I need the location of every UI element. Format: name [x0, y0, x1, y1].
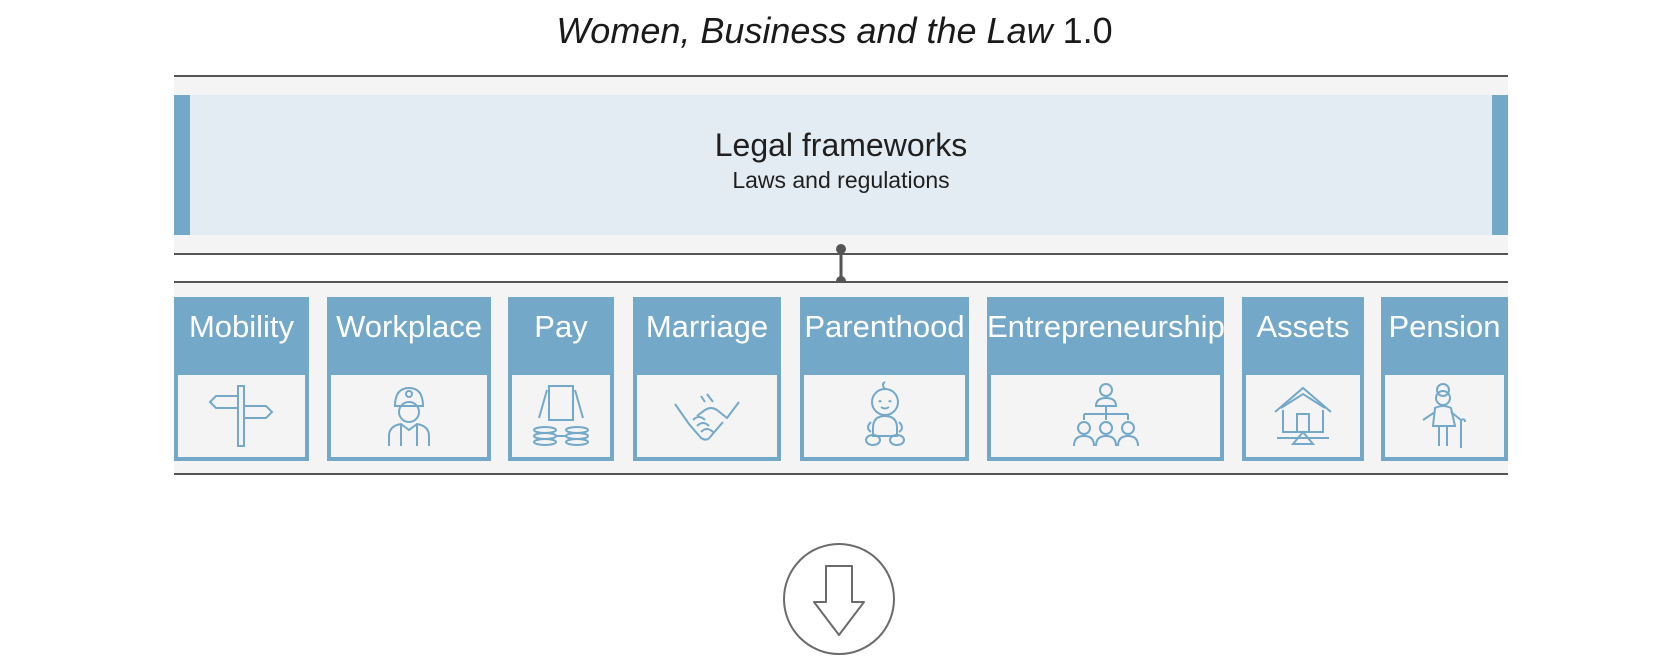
pillar-entrepreneurship: Entrepreneurship: [987, 297, 1225, 461]
legal-subtitle: Laws and regulations: [732, 167, 950, 193]
legal-frameworks-box: Legal frameworks Laws and regulations: [174, 95, 1508, 235]
pillar-assets: Assets: [1242, 297, 1364, 461]
money-icon: [533, 385, 589, 446]
pillar-workplace: Workplace: [327, 297, 491, 461]
pillar-label: Marriage: [645, 309, 769, 344]
legal-right-bar: [1492, 95, 1508, 235]
handshake-icon: [674, 393, 740, 441]
down-arrow-icon: [783, 543, 895, 655]
pillar-icon-box: [512, 375, 610, 457]
pillar-label: Mobility: [188, 309, 295, 344]
legal-left-bar: [174, 95, 190, 235]
pillar-marriage: Marriage: [633, 297, 781, 461]
elderly-woman-icon: [1421, 383, 1466, 448]
pillar-label: Entrepreneurship: [987, 309, 1225, 344]
pillar-pay: Pay: [508, 297, 614, 461]
pillar-icon-box: [804, 375, 965, 457]
org-chart-icon: [1072, 383, 1139, 447]
pillar-mobility: Mobility: [174, 297, 309, 461]
pillar-label: Assets: [1256, 309, 1350, 344]
house-icon: [1274, 386, 1332, 445]
pillar-icon-box: [178, 375, 305, 457]
pillar-parenthood: Parenthood: [800, 297, 969, 461]
legal-title: Legal frameworks: [714, 127, 968, 163]
baby-icon: [864, 381, 905, 446]
connector: [836, 244, 846, 286]
pillar-label: Parenthood: [804, 309, 965, 344]
signpost-icon: [208, 385, 273, 447]
title-italic: Women, Business and the Law: [556, 10, 1053, 51]
worker-icon: [388, 386, 430, 446]
pillar-label: Workplace: [336, 309, 482, 344]
diagram-title: Women, Business and the Law 1.0: [0, 10, 1669, 52]
pillar-icon-box: [331, 375, 487, 457]
pillar-icon-box: [991, 375, 1220, 457]
pillar-pension: Pension: [1381, 297, 1508, 461]
pillar-label: Pension: [1388, 309, 1501, 344]
title-version: 1.0: [1062, 10, 1113, 51]
pillar-label: Pay: [534, 309, 588, 344]
pillar-icon-box: [1246, 375, 1360, 457]
pillar-icon-box: [637, 375, 777, 457]
pillar-icon-box: [1385, 375, 1504, 457]
